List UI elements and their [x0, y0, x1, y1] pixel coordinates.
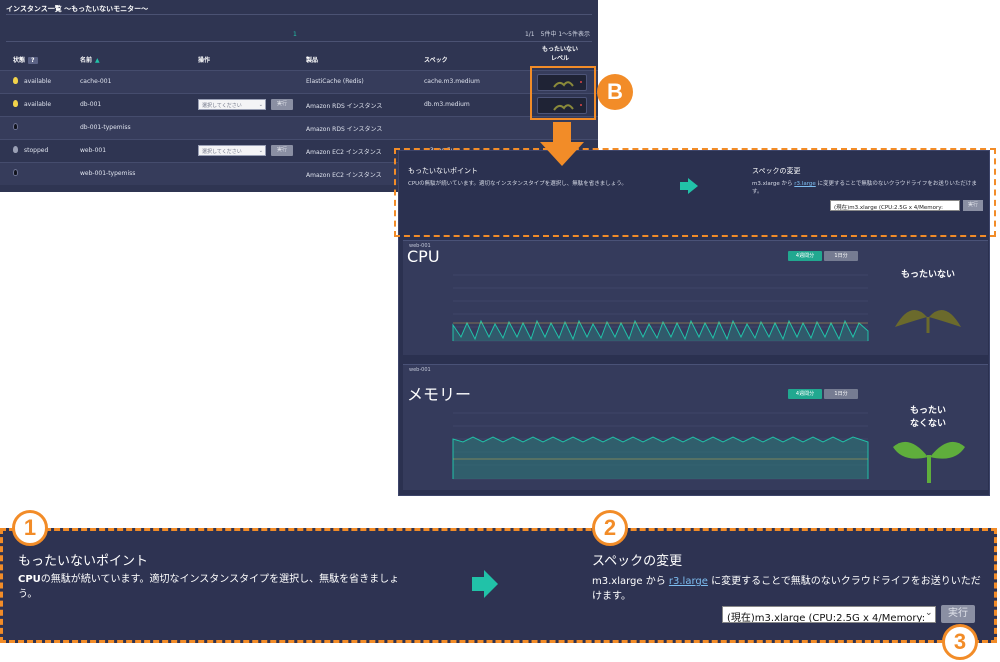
table-row[interactable]: available cache-001 ElastiCache (Redis) …: [0, 70, 598, 93]
action-select[interactable]: 選択してください⌄: [198, 145, 266, 156]
column-header-product: 製品: [306, 57, 319, 64]
right-arrow-icon: [680, 178, 698, 194]
spec-value: db.m3.medium: [424, 101, 470, 108]
bulb-stopped-icon: [13, 146, 18, 153]
healthy-sprout-icon: [893, 441, 965, 483]
cpu-chart-title: CPU: [407, 247, 440, 266]
bulb-on-icon: [13, 77, 18, 84]
chart-instance-label: web-001: [409, 243, 431, 249]
alert-dot: [580, 104, 582, 106]
tab-4-weeks[interactable]: 4週間分: [788, 389, 822, 399]
indicator-title-small: もったいないポイント: [408, 167, 478, 175]
chart-instance-label: web-001: [409, 367, 431, 373]
memory-chart-title: メモリー: [407, 385, 472, 404]
product-name: Amazon EC2 インスタンス: [306, 149, 382, 156]
execute-button[interactable]: 実行: [271, 99, 293, 110]
cpu-chart-card: web-001 CPU 4週間分 1日分 もったいない: [403, 240, 988, 355]
alert-dot: [580, 81, 582, 83]
instance-name: db-001: [80, 101, 102, 108]
spec-change-desc-small: m3.xlarge から r3.large に変更することで無駄のないクラウドラ…: [752, 181, 977, 195]
wilted-sprout-icon: [553, 104, 574, 111]
execute-button[interactable]: 実行: [271, 145, 293, 156]
table-row[interactable]: available db-001 選択してください⌄ 実行 Amazon RDS…: [0, 93, 598, 116]
product-name: ElastiCache (Redis): [306, 78, 364, 85]
instance-name: web-001: [80, 147, 107, 154]
chevron-down-icon[interactable]: ⌄: [925, 608, 933, 618]
execute-button[interactable]: 実行: [941, 605, 975, 623]
verdict-label-mottainakunai: もったいなくない: [909, 406, 946, 429]
instance-name: db-001-typemiss: [80, 124, 131, 131]
spec-change-description: m3.xlarge から r3.large に変更することで無駄のないクラウドラ…: [592, 576, 981, 602]
callout-marker-1: 1: [12, 510, 48, 546]
column-header-level: もったいない レベル: [541, 46, 578, 62]
product-name: Amazon RDS インスタンス: [306, 126, 383, 133]
wilted-sprout-icon: [553, 81, 574, 88]
tab-1-day[interactable]: 1日分: [824, 389, 858, 399]
memory-line-chart: [452, 412, 869, 480]
indicator-title: もったいないポイント: [18, 554, 149, 569]
status-text: available: [24, 101, 52, 108]
page-title: インスタンス一覧 ～もったいないモニター～: [6, 5, 149, 13]
product-name: Amazon RDS インスタンス: [306, 103, 383, 110]
spec-change-title: スペックの変更: [592, 554, 683, 569]
tab-4-weeks[interactable]: 4週間分: [788, 251, 822, 261]
recommended-type-link[interactable]: r3.large: [794, 181, 816, 187]
instance-name: cache-001: [80, 78, 112, 85]
level-highlight-box: [530, 66, 596, 120]
wilted-sprout-icon: [895, 309, 961, 333]
callout-marker-b: B: [597, 74, 633, 110]
recommended-type-link[interactable]: r3.large: [668, 576, 708, 587]
bulb-off-icon: [13, 169, 18, 176]
help-icon[interactable]: ?: [28, 57, 38, 64]
bulb-off-icon: [13, 123, 18, 130]
divider: [6, 41, 592, 42]
mottainai-level-indicator[interactable]: [537, 97, 587, 114]
zoomed-recommendation-panel: [0, 528, 997, 643]
execute-button-small[interactable]: 実行: [963, 200, 983, 211]
table-row[interactable]: db-001-typemiss Amazon RDS インスタンス: [0, 116, 598, 139]
bulb-on-icon: [13, 100, 18, 107]
tab-1-day[interactable]: 1日分: [824, 251, 858, 261]
instance-type-select-small[interactable]: (現在)m3.xlarge (CPU:2.5G x 4/Memory:: [830, 200, 960, 211]
instance-name: web-001-typemiss: [80, 170, 136, 177]
divider: [6, 14, 592, 15]
product-name: Amazon EC2 インスタンス: [306, 172, 382, 179]
pagination-info: 1/1 5件中 1～5件表示: [524, 31, 590, 38]
spec-change-title-small: スペックの変更: [752, 167, 801, 175]
memory-chart-card: web-001 メモリー 4週間分 1日分 もったいなくない: [403, 364, 988, 490]
action-select[interactable]: 選択してください⌄: [198, 99, 266, 110]
sort-asc-icon[interactable]: ▲: [95, 57, 100, 64]
cpu-line-chart: [452, 274, 869, 342]
pagination-current[interactable]: 1: [293, 31, 297, 38]
status-text: stopped: [24, 147, 49, 154]
callout-marker-3: 3: [942, 624, 978, 660]
verdict-label-mottainai: もったいない: [900, 270, 955, 280]
instance-type-select[interactable]: (現在)m3.xlarge (CPU:2.5G x 4/Memory:: [722, 606, 936, 623]
column-header-name[interactable]: 名前▲: [80, 57, 100, 64]
indicator-desc-small: CPUの無駄が続いています。適切なインスタンスタイプを選択し、無駄を省きましょう…: [408, 181, 627, 187]
right-arrow-icon: [472, 570, 498, 598]
indicator-description: CPUの無駄が続いています。適切なインスタンスタイプを選択し、無駄を省きましょう…: [18, 574, 400, 600]
spec-value: cache.m3.medium: [424, 78, 480, 85]
callout-marker-2: 2: [592, 510, 628, 546]
column-header-status: 状態?: [13, 55, 38, 64]
instance-list-panel: インスタンス一覧 ～もったいないモニター～ 1 1/1 5件中 1～5件表示 状…: [0, 0, 598, 192]
status-text: available: [24, 78, 52, 85]
zoom-highlight-box: [394, 148, 996, 237]
column-header-action: 操作: [198, 57, 211, 64]
column-header-spec: スペック: [424, 57, 448, 64]
mottainai-level-indicator[interactable]: [537, 74, 587, 91]
